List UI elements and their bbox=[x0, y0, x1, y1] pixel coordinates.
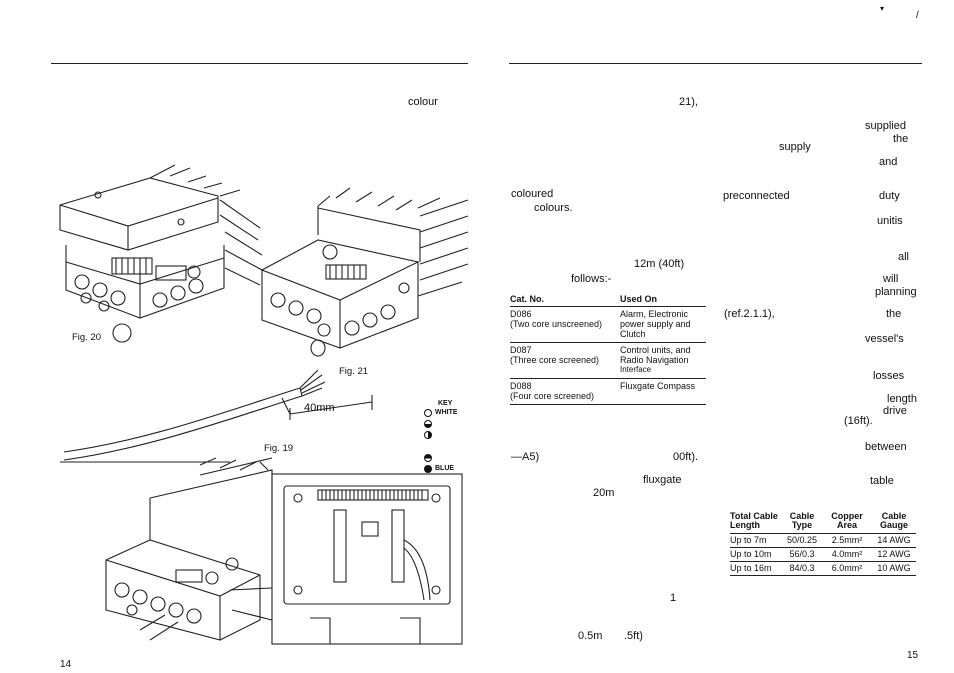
frag-unitis: unitis bbox=[877, 215, 903, 227]
frag-drive: drive bbox=[883, 405, 907, 417]
key-blue: BLUE bbox=[424, 463, 458, 474]
frag-5ft: .5ft) bbox=[624, 630, 643, 642]
key-white: WHITE bbox=[424, 407, 458, 418]
frag-the-2: the bbox=[886, 308, 902, 320]
page-number-15: 15 bbox=[907, 650, 919, 661]
frag-all: all bbox=[898, 251, 910, 263]
frag-between: between bbox=[865, 441, 907, 453]
frag-and: and bbox=[879, 156, 898, 168]
fig21-caption: Fig. 21 bbox=[339, 366, 369, 377]
frag-table: table bbox=[870, 475, 894, 487]
blue-dot-icon bbox=[424, 464, 432, 473]
dimension-40mm: 40mm bbox=[304, 402, 335, 414]
fig19-caption: Fig. 19 bbox=[264, 443, 294, 454]
fig19-box-drawing bbox=[105, 457, 463, 645]
cable-drawing bbox=[60, 369, 373, 463]
frag-16ft: (16ft). bbox=[844, 415, 873, 427]
wire-colour-key: KEY WHITE BLUE bbox=[424, 400, 458, 474]
frag-losses: losses bbox=[873, 370, 905, 382]
frag-preconnected: preconnected bbox=[723, 190, 790, 202]
frag-supply: supply bbox=[779, 141, 811, 153]
frag-the-1: the bbox=[893, 133, 909, 145]
gauge-header-type: Cable Type bbox=[782, 512, 822, 534]
frag-colour: colour bbox=[408, 96, 438, 108]
half-dot-icon bbox=[424, 430, 432, 439]
half-dot-icon bbox=[424, 419, 432, 428]
table-row: Up to 10m 56/0.3 4.0mm² 12 AWG bbox=[730, 547, 916, 562]
cat-header-usedon: Used On bbox=[620, 294, 706, 307]
left-header-rule bbox=[51, 63, 468, 64]
frag-1: 1 bbox=[670, 592, 677, 604]
right-header-rule bbox=[509, 63, 922, 64]
frag-20m: 20m bbox=[593, 487, 615, 499]
frag-coloured: coloured bbox=[511, 188, 554, 200]
frag-21: 21), bbox=[679, 96, 698, 108]
corner-mark: ▾ bbox=[880, 4, 885, 13]
table-row: D087(Three core screened) Control units,… bbox=[510, 342, 706, 379]
frag-vessels: vessel's bbox=[865, 333, 904, 345]
frag-follows: follows:- bbox=[571, 273, 612, 285]
frag-00ft: 00ft). bbox=[673, 451, 699, 463]
cat-header-catno: Cat. No. bbox=[510, 294, 620, 307]
key-title: KEY bbox=[438, 400, 453, 407]
table-row: D086(Two core unscreened) Alarm, Electro… bbox=[510, 306, 706, 343]
corner-mark: / bbox=[916, 10, 919, 21]
catalogue-table: Cat. No. Used On D086(Two core unscreene… bbox=[510, 294, 706, 405]
frag-05m: 0.5m bbox=[578, 630, 603, 642]
frag-planning: planning bbox=[875, 286, 917, 298]
fig21-box-drawing bbox=[260, 187, 469, 357]
key-colour-4 bbox=[424, 452, 458, 463]
frag-will: will bbox=[883, 273, 899, 285]
fig20-box-drawing bbox=[59, 164, 263, 343]
frag-duty: duty bbox=[879, 190, 900, 202]
frag-12m: 12m (40ft) bbox=[634, 258, 685, 270]
frag-fluxgate: fluxgate bbox=[643, 474, 682, 486]
table-row: D088(Four core screened) Fluxgate Compas… bbox=[510, 378, 706, 405]
frag-colours: colours. bbox=[534, 202, 573, 214]
white-dot-icon bbox=[424, 408, 432, 417]
frag-length: length bbox=[887, 393, 917, 405]
table-row: Up to 7m 50/0.25 2.5mm² 14 AWG bbox=[730, 533, 916, 548]
gauge-header-gauge: Cable Gauge bbox=[872, 512, 916, 534]
black-dot-icon bbox=[424, 453, 432, 462]
gauge-header-area: Copper Area bbox=[822, 512, 872, 534]
frag-ref: (ref.2.1.1), bbox=[724, 308, 775, 320]
page-number-14: 14 bbox=[60, 659, 72, 670]
frag-a5: —A5) bbox=[511, 451, 540, 463]
fig20-caption: Fig. 20 bbox=[72, 332, 102, 343]
gauge-header-length: Total Cable Length bbox=[730, 512, 782, 534]
key-colour-2 bbox=[424, 418, 458, 429]
frag-supplied: supplied bbox=[865, 120, 906, 132]
table-row: Up to 16m 84/0.3 6.0mm² 10 AWG bbox=[730, 561, 916, 576]
key-colour-3 bbox=[424, 429, 458, 440]
cable-gauge-table: Total Cable Length Cable Type Copper Are… bbox=[730, 512, 916, 576]
